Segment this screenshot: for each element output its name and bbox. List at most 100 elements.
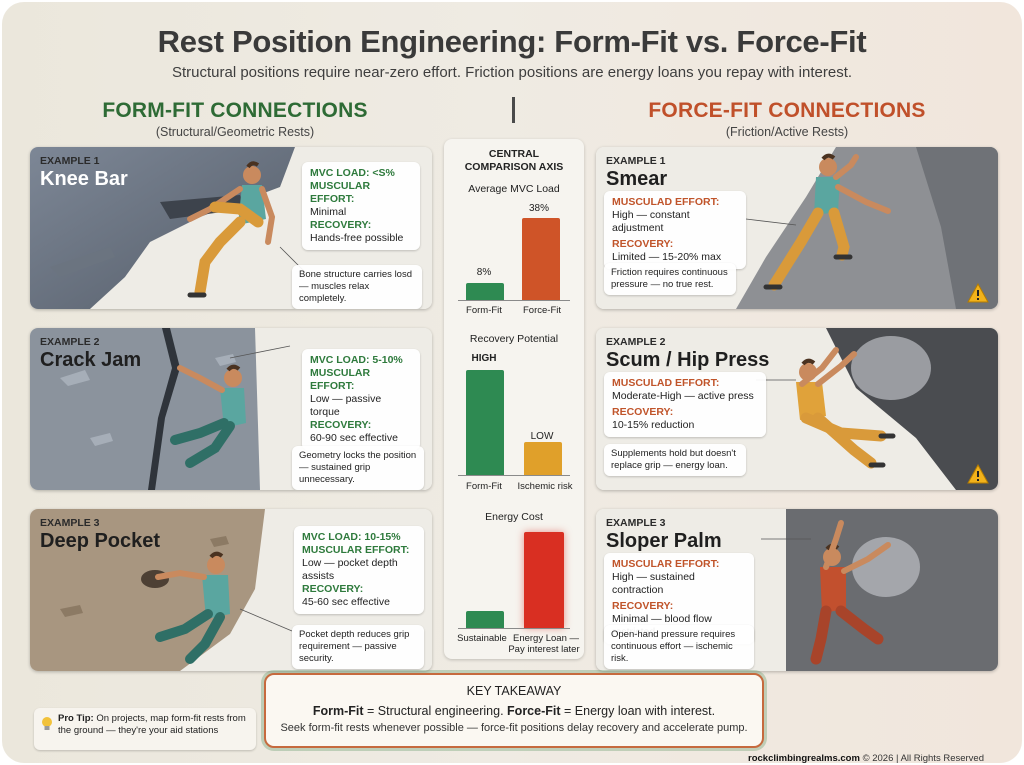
form-fit-term: Form-Fit: [312, 704, 364, 718]
example-label: EXAMPLE 1: [40, 155, 100, 167]
mvc-label: MVC LOAD:: [310, 354, 370, 366]
recovery-label: RECOVERY:: [310, 219, 372, 231]
example-label: EXAMPLE 2: [606, 336, 666, 348]
form-fit-header: FORM-FIT CONNECTIONS (Structural/Geometr…: [70, 99, 400, 139]
recovery-label: RECOVERY:: [302, 583, 364, 595]
page-subtitle: Structural positions require near-zero e…: [171, 64, 853, 81]
stats-box: MVC LOAD: <S% MUSCULAR EFFORT: Minimal R…: [302, 162, 420, 250]
takeaway-line1: Form-Fit = Structural engineering. Force…: [266, 704, 762, 718]
mvc-force-bar: [522, 218, 560, 300]
recovery-form-value: HIGH: [471, 353, 497, 364]
recovery-force-bar: [524, 442, 562, 475]
effort-value: Low — passive torque: [310, 393, 382, 418]
recovery-form-label: Form-Fit: [466, 481, 502, 492]
form-fit-title: FORM-FIT CONNECTIONS: [102, 99, 368, 122]
recovery-value: Limited — 15-20% max: [612, 251, 722, 263]
example-name: Crack Jam: [40, 349, 142, 371]
recovery-value: 45-60 sec effective: [302, 596, 390, 608]
form-fit-card-knee-bar: EXAMPLE 1 Knee Bar MVC LOAD: <S% MUSCULA…: [30, 147, 432, 309]
page-title: Rest Position Engineering: Form-Fit vs. …: [157, 24, 867, 59]
form-fit-card-deep-pocket: EXAMPLE 3 Deep Pocket MVC LOAD: 10-15% M…: [30, 509, 432, 671]
recovery-label: RECOVERY:: [310, 419, 372, 431]
energy-section-label: Energy Cost: [485, 511, 543, 523]
form-fit-subtitle: (Structural/Geometric Rests): [155, 125, 315, 139]
example-name: Sloper Palm: [606, 530, 722, 552]
mvc-value: <S%: [372, 167, 395, 179]
comparison-panel: CENTRAL COMPARISON AXIS Average MVC Load…: [444, 139, 584, 659]
force-fit-title: FORCE-FIT CONNECTIONS: [648, 99, 926, 122]
credit-line: rockclimbingrealms.com © 2026 | All Righ…: [748, 753, 984, 763]
recovery-force-label: Ischemic risk: [517, 481, 573, 492]
lightbulb-icon: [42, 717, 52, 730]
mvc-form-bar: [466, 283, 504, 300]
energy-form-label: Sustainable: [457, 633, 507, 644]
header-divider: [512, 97, 515, 123]
note-box: Supplements hold but doesn't replace gri…: [604, 444, 746, 476]
mvc-force-value: 38%: [528, 203, 549, 214]
mvc-value: 10-15%: [364, 531, 401, 543]
tip-text: On projects, map form-fit rests from the…: [58, 713, 246, 736]
effort-value: Low — pocket depth assists: [302, 557, 398, 582]
recovery-value: Hands-free possible: [310, 232, 404, 244]
example-label: EXAMPLE 1: [606, 155, 666, 167]
force-fit-card-sloper-palm: EXAMPLE 3 Sloper Palm MUSCULAR EFFORT: H…: [596, 509, 998, 671]
energy-force-label-2: Pay interest later: [508, 644, 580, 655]
key-takeaway: KEY TAKEAWAY Form-Fit = Structural engin…: [264, 673, 764, 748]
stats-box: MUSCULAD EFFORT: Moderate-High — active …: [604, 372, 766, 437]
warning-icon: [967, 283, 989, 303]
example-name: Knee Bar: [40, 168, 128, 190]
note-box: Bone structure carries losd — muscles re…: [292, 265, 422, 309]
example-name: Scum / Hip Press: [606, 349, 770, 371]
recovery-value: 60-90 sec effective: [310, 432, 398, 444]
effort-label: MUSCULAR EFFORT:: [310, 367, 371, 392]
recovery-label: RECOVERY:: [612, 600, 674, 612]
recovery-value: 10-15% reduction: [612, 419, 695, 431]
effort-value: Minimal: [310, 206, 347, 218]
stats-box: MVC LOAD: 10-15% MUSCULAR EFFORT: Low — …: [294, 526, 424, 614]
force-fit-def: = Energy loan with interest.: [560, 704, 716, 718]
recovery-axis: [458, 475, 570, 476]
warning-icon: [967, 464, 989, 484]
effort-label: MUSCULAR EFFORT:: [310, 180, 371, 205]
force-fit-header: FORCE-FIT CONNECTIONS (Friction/Active R…: [622, 99, 952, 139]
force-fit-card-smear: EXAMPLE 1 Smear MUSCULAD EFFORT: High — …: [596, 147, 998, 309]
mvc-force-label: Force-Fit: [523, 305, 561, 316]
stats-box: MVC LOAD: 5-10% MUSCULAR EFFORT: Low — p…: [302, 349, 420, 450]
note-box: Open-hand pressure requires continuous e…: [604, 625, 754, 669]
energy-force-label-1: Energy Loan —: [512, 633, 579, 644]
energy-form-bar: [466, 611, 504, 628]
crack-jam-illustration: [30, 328, 432, 490]
effort-value: Moderate-High — active press: [612, 390, 754, 402]
recovery-section-label: Recovery Potential: [469, 333, 559, 345]
copyright: © 2026 | All Rights Reserved: [859, 753, 984, 763]
example-name: Smear: [606, 168, 668, 190]
site-name: rockclimbingrealms.com: [748, 753, 860, 763]
note-box: Geometry locks the position — sustained …: [292, 446, 424, 490]
force-fit-card-scum-hip-press: EXAMPLE 2 Scum / Hip Press MUSCULAD EFFO…: [596, 328, 998, 490]
mvc-section-label: Average MVC Load: [468, 183, 560, 195]
mvc-form-label: Form-Fit: [466, 305, 502, 316]
note-box: Pocket depth reduces grip requirement — …: [292, 625, 424, 669]
mvc-axis: [458, 300, 570, 301]
effort-label: MUSCULAR EFFORT:: [302, 544, 410, 556]
pro-tip: Pro Tip: On projects, map form-fit rests…: [34, 708, 256, 750]
stats-box: MUSCULAD EFFORT: High — constant adjustm…: [604, 191, 746, 269]
example-label: EXAMPLE 3: [40, 517, 100, 529]
tip-label: Pro Tip:: [58, 713, 94, 724]
recovery-form-bar: [466, 370, 504, 475]
effort-label: MUSCULAR EFFORT:: [612, 558, 720, 570]
energy-force-bar: [524, 532, 564, 628]
effort-label: MUSCULAD EFFORT:: [612, 377, 720, 389]
energy-axis: [458, 628, 570, 629]
example-label: EXAMPLE 3: [606, 517, 666, 529]
panel-title-line2: COMPARISON AXIS: [464, 161, 564, 173]
mvc-form-value: 8%: [476, 267, 492, 278]
example-label: EXAMPLE 2: [40, 336, 100, 348]
effort-value: High — constant adjustment: [612, 209, 690, 234]
mvc-label: MVC LOAD:: [302, 531, 362, 543]
panel-title-line1: CENTRAL: [488, 148, 540, 160]
recovery-label: RECOVERY:: [612, 238, 674, 250]
force-fit-term: Force-Fit: [507, 704, 561, 718]
example-name: Deep Pocket: [40, 530, 161, 552]
